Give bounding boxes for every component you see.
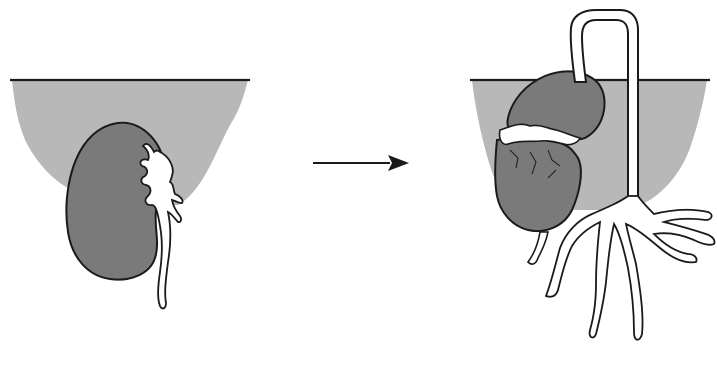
arrow-right [313,155,409,171]
stage-germinating-seedling [470,10,715,340]
seed-lower-half [495,138,581,231]
root-system [546,196,715,340]
secondary-root [528,232,548,264]
stage-swollen-seed [10,80,250,308]
arrow-head [388,155,409,171]
